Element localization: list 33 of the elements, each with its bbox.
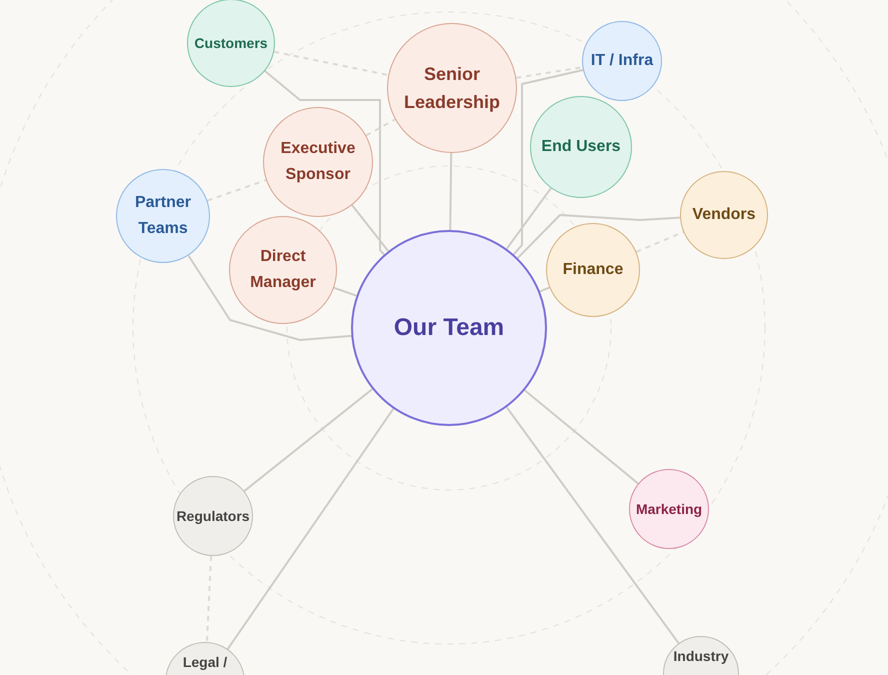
stakeholder-label: End Users xyxy=(540,137,622,157)
connector-line xyxy=(334,286,357,297)
connector-line xyxy=(516,214,680,259)
stakeholder-label: Marketing xyxy=(634,500,704,518)
dashed-connector xyxy=(206,556,212,642)
stakeholder-label: Our Team xyxy=(392,313,506,343)
connector-line xyxy=(506,406,680,644)
stakeholder-label: Industry xyxy=(672,647,730,665)
connector-line xyxy=(524,390,639,484)
dashed-connector xyxy=(366,118,396,136)
connector-line xyxy=(540,286,550,292)
stakeholder-label: Legal / xyxy=(182,653,228,671)
stakeholder-label: Senior Leadership xyxy=(402,63,502,114)
connector-line xyxy=(351,204,390,252)
connector-line xyxy=(506,188,552,250)
connector-line xyxy=(264,70,385,256)
stakeholder-label: Regulators xyxy=(175,507,251,525)
dashed-connector xyxy=(207,179,266,202)
dashed-connector xyxy=(636,231,684,253)
dashed-connector xyxy=(274,50,388,76)
stakeholder-label: Direct Manager xyxy=(249,247,317,293)
connector-line xyxy=(188,254,352,341)
stakeholder-label: IT / Infra xyxy=(590,51,654,71)
stakeholder-label: Partner Teams xyxy=(134,193,192,239)
connector-line xyxy=(226,408,394,650)
stakeholder-label: Finance xyxy=(562,260,624,280)
connector-line xyxy=(244,388,373,492)
connector-line xyxy=(449,152,452,230)
dashed-connector xyxy=(516,66,583,79)
connector-line xyxy=(512,69,584,256)
stakeholder-label: Vendors xyxy=(691,205,757,225)
stakeholder-label: Executive Sponsor xyxy=(280,139,356,185)
stakeholder-label: Customers xyxy=(193,34,269,52)
